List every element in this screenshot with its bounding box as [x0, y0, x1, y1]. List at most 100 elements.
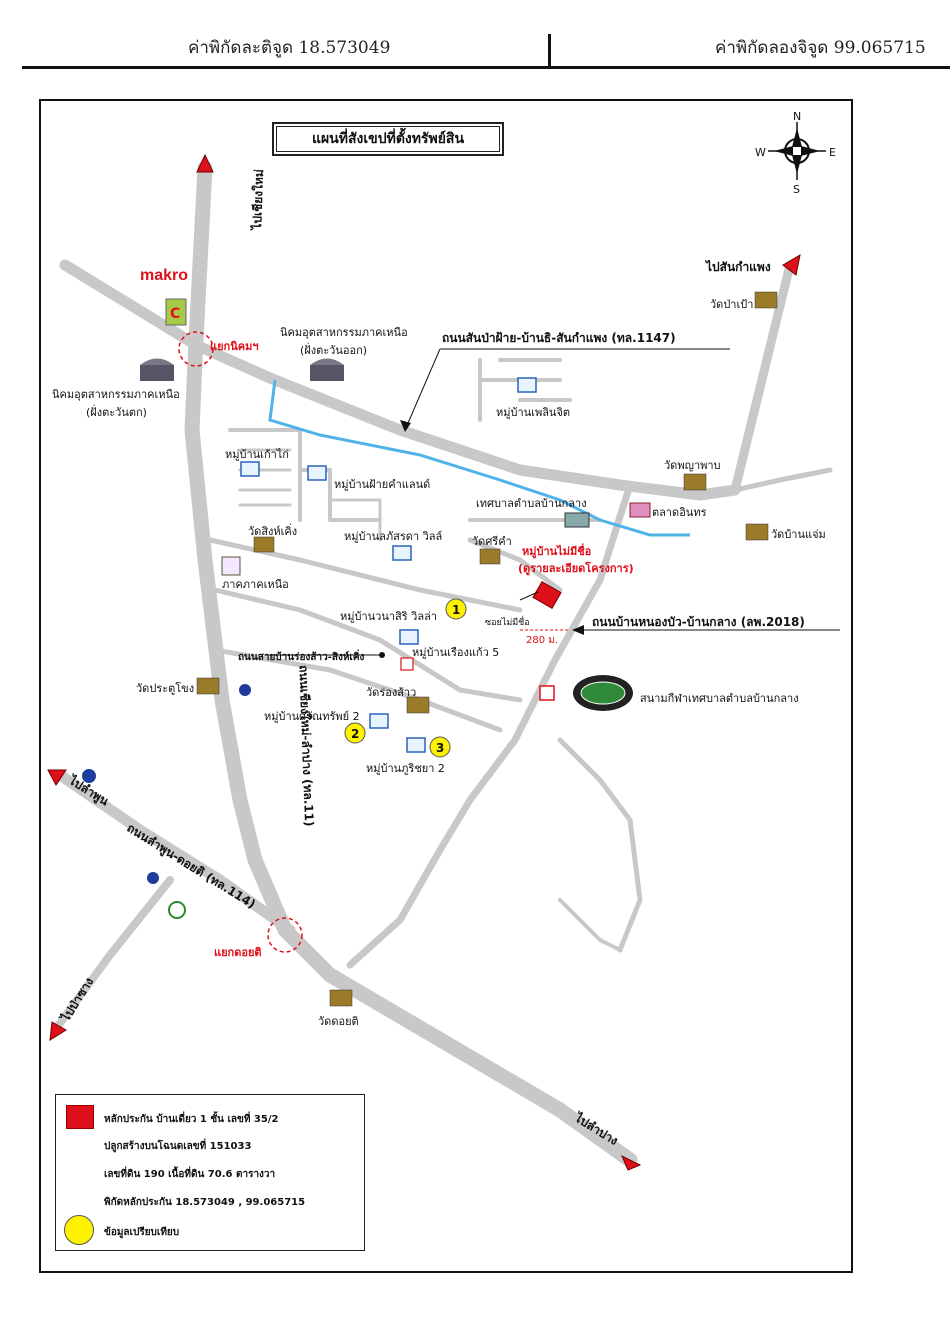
legend: หลักประกัน บ้านเดี่ยว 1 ชั้น เลขที่ 35/2…: [55, 1094, 365, 1251]
village-sarin-sap-icon: [369, 713, 389, 729]
road-hwy-11: [184, 160, 638, 1168]
legend-line-3: เลขที่ดิน 190 เนื้อที่ดิน 70.6 ตารางวา: [104, 1169, 276, 1180]
compass-w: W: [755, 146, 766, 159]
marker-1-label: 1: [452, 603, 460, 617]
map-title: แผนที่สังเขปที่ตั้งทรัพย์สิน: [272, 122, 504, 156]
label-wat-ban-chaem: วัดบ้านแจ่ม: [771, 528, 826, 541]
river: [268, 379, 690, 537]
label-to-chiang-mai: ไปเชียงใหม่: [249, 169, 266, 232]
label-thesaban: เทศบาลตำบลบ้านกลาง: [476, 497, 587, 510]
factory-east-icon: [310, 358, 344, 381]
temple-phaya-phap-icon: [683, 473, 707, 491]
road-to-pa-sang: [51, 876, 174, 1034]
arrow-ne-icon: [782, 254, 801, 276]
label-ind-west-2: (ฝั่งตะวันตก): [86, 404, 147, 419]
label-police: ภาคภาคเหนือ: [222, 578, 289, 591]
arrow-up-icon: [196, 153, 214, 173]
road-lp-2018: [346, 481, 634, 969]
comparison-marker-2: [344, 722, 366, 744]
label-distance: 280 ม.: [526, 635, 558, 646]
road-hwy-114: [54, 769, 296, 936]
road-hwy-1147: [59, 259, 741, 501]
compass-n: N: [793, 110, 801, 123]
label-ind-east-1: นิคมอุตสาหกรรมภาคเหนือ: [280, 326, 408, 339]
village-phloen-chit-icon: [517, 377, 537, 393]
label-ind-west-1: นิคมอุตสาหกรรมภาคเหนือ: [52, 388, 180, 401]
legend-line-1: หลักประกัน บ้านเดี่ยว 1 ชั้น เลขที่ 35/2: [104, 1114, 279, 1125]
label-soi-rong-sao: ถนนสายบ้านร่องส้าว-สิงห์เคิ่ง: [238, 649, 365, 663]
arrow-sw-icon: [49, 1021, 67, 1041]
village-lao-kai-icon: [240, 461, 260, 477]
office-building-icon: [564, 512, 590, 528]
label-mb-rueang-kaew: หมู่บ้านเรืองแก้ว 5: [412, 646, 499, 659]
svg-text:C: C: [170, 306, 180, 322]
comparison-marker-1: [445, 598, 467, 620]
temple-si-kham-icon: [479, 548, 501, 565]
label-wat-pratu-khong: วัดประตูโขง: [136, 681, 194, 695]
legend-line-4: พิกัดหลักประกัน 18.573049 , 99.065715: [104, 1197, 306, 1208]
stadium-icon: [573, 675, 633, 711]
temple-pratu-khong-icon: [196, 677, 220, 695]
arrow-se-icon: [621, 1154, 642, 1171]
police-icon: [221, 556, 241, 576]
road-to-san-kamphaeng: [730, 260, 795, 495]
pt-station-icon: [168, 901, 186, 919]
map-frame: [39, 99, 853, 1273]
legend-line-5: ข้อมูลเปรียบเทียบ: [104, 1227, 180, 1238]
factory-west-icon: [140, 358, 174, 381]
label-soi: ซอยไม่มีชื่อ: [485, 615, 530, 628]
label-wat-si-kham: วัดศรีคำ: [472, 535, 512, 548]
marker-2-label: 2: [351, 727, 359, 741]
market-icon: [629, 502, 651, 518]
label-mb-phuri-chaya: หมู่บ้านภูริชยา 2: [366, 762, 445, 775]
temple-doi-ti-icon: [329, 989, 353, 1007]
label-mb-wanasiri: หมู่บ้านวนาสิริ วิลล่า: [340, 610, 437, 623]
label-wat-sing-khoeng: วัดสิงห์เคิ่ง: [248, 523, 297, 538]
latitude-header: ค่าพิกัดละติจูด 18.573049: [188, 38, 391, 58]
label-to-san-kamphaeng: ไปสันกำแพง: [704, 259, 771, 274]
label-yaek-doi-ti: แยกดอยติ: [214, 946, 262, 959]
label-wat-pa-pao: วัดป่าเป้า: [710, 298, 753, 311]
marker-3-label: 3: [436, 741, 444, 755]
header-divider: [548, 34, 551, 68]
legend-property-swatch: [66, 1105, 94, 1129]
comparison-marker-3: [429, 736, 451, 758]
label-stadium: สนามกีฬาเทศบาลตำบลบ้านกลาง: [640, 692, 799, 705]
gas-station-icon: [82, 769, 96, 783]
header-rule: [22, 66, 950, 69]
arrow-nw-icon: [47, 769, 67, 786]
label-wat-doi-ti: วัดดอยติ: [318, 1015, 359, 1028]
temple-ban-chaem-icon: [745, 523, 769, 541]
label-subject-1: หมู่บ้านไม่มีชื่อ: [522, 543, 591, 559]
label-yaek-nikhom: แยกนิคมฯ: [210, 340, 259, 353]
village-lalisa-icon: [392, 545, 412, 561]
compass-s: S: [793, 183, 800, 196]
label-mb-lalisa: หมู่บ้านลภัสรดา วิลล์: [344, 530, 442, 543]
intersection-doi-ti-icon: [267, 917, 303, 953]
label-hwy-1147: ถนนสันป่าฝ้าย-บ้านธิ-สันกำแพง (ทล.1147): [442, 331, 676, 345]
label-mb-fai-kham: หมู่บ้านฝ้ายคำแลนด์: [334, 478, 430, 491]
label-wat-rong-sao: วัดร่องส้าว: [366, 686, 416, 699]
temple-pa-pao-icon: [754, 291, 778, 309]
longitude-header: ค่าพิกัดลองจิจูด 99.065715: [715, 38, 926, 58]
subject-property-icon: [532, 581, 562, 609]
label-lp-2018: ถนนบ้านหนองบัว-บ้านกลาง (ลพ.2018): [592, 615, 805, 629]
label-wat-phaya-phap: วัดพญาพาบ: [664, 459, 721, 472]
intersection-nikhom-icon: [178, 331, 214, 367]
label-subject-2: (ดูรายละเอียดโครงการ): [518, 561, 634, 576]
label-hwy-114: ถนนลำพูน-ดอยติ (ทล.114): [124, 821, 258, 913]
label-mb-sarin-sap: หมู่บ้านศรัณทรัพย์ 2: [264, 710, 360, 723]
seven-eleven-icon: [539, 685, 555, 701]
village-fai-kham-icon: [307, 465, 327, 481]
label-mb-phloen-chit: หมู่บ้านเพลินจิต: [496, 406, 570, 419]
temple-sing-khoeng-icon: [253, 536, 275, 553]
temple-rong-sao-icon: [406, 696, 430, 714]
village-phuri-chaya-icon: [406, 737, 426, 753]
label-talat-inthon: ตลาดอินทร: [652, 506, 707, 519]
label-to-pa-sang: ไปป่าซาง: [57, 974, 97, 1025]
makro-store-icon: [165, 298, 187, 326]
gas-station-icon: [239, 684, 251, 696]
gas-station-icon: [147, 872, 159, 884]
legend-comparison-swatch: [64, 1215, 94, 1245]
